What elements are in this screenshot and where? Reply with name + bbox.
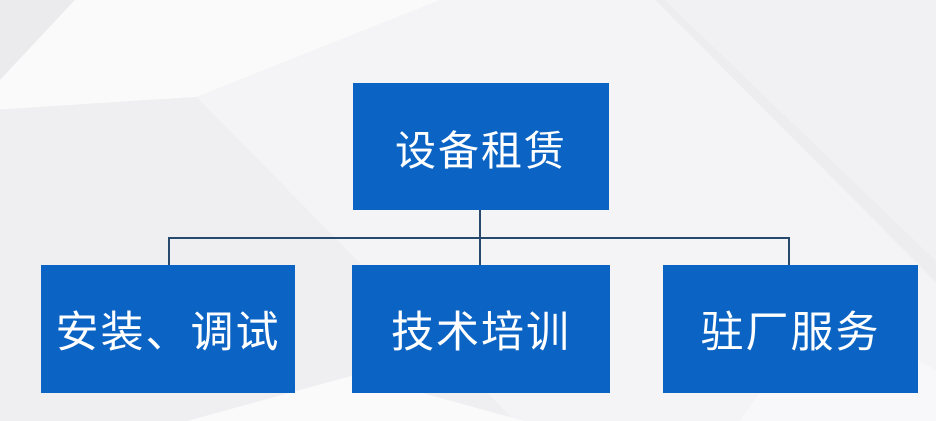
connector-drop-left (168, 237, 170, 265)
connector-drop-right (788, 237, 790, 265)
node-installation-debugging: 安装、调试 (41, 265, 295, 393)
node-label: 安装、调试 (55, 310, 281, 357)
node-equipment-rental: 设备租赁 (353, 83, 609, 210)
node-label: 技术培训 (391, 310, 571, 357)
connector-root-stem (479, 210, 481, 238)
node-technical-training: 技术培训 (352, 265, 610, 393)
connector-drop-middle (479, 237, 481, 265)
node-label: 设备租赁 (395, 127, 567, 174)
node-onsite-service: 驻厂服务 (663, 265, 918, 393)
node-label: 驻厂服务 (700, 310, 881, 357)
